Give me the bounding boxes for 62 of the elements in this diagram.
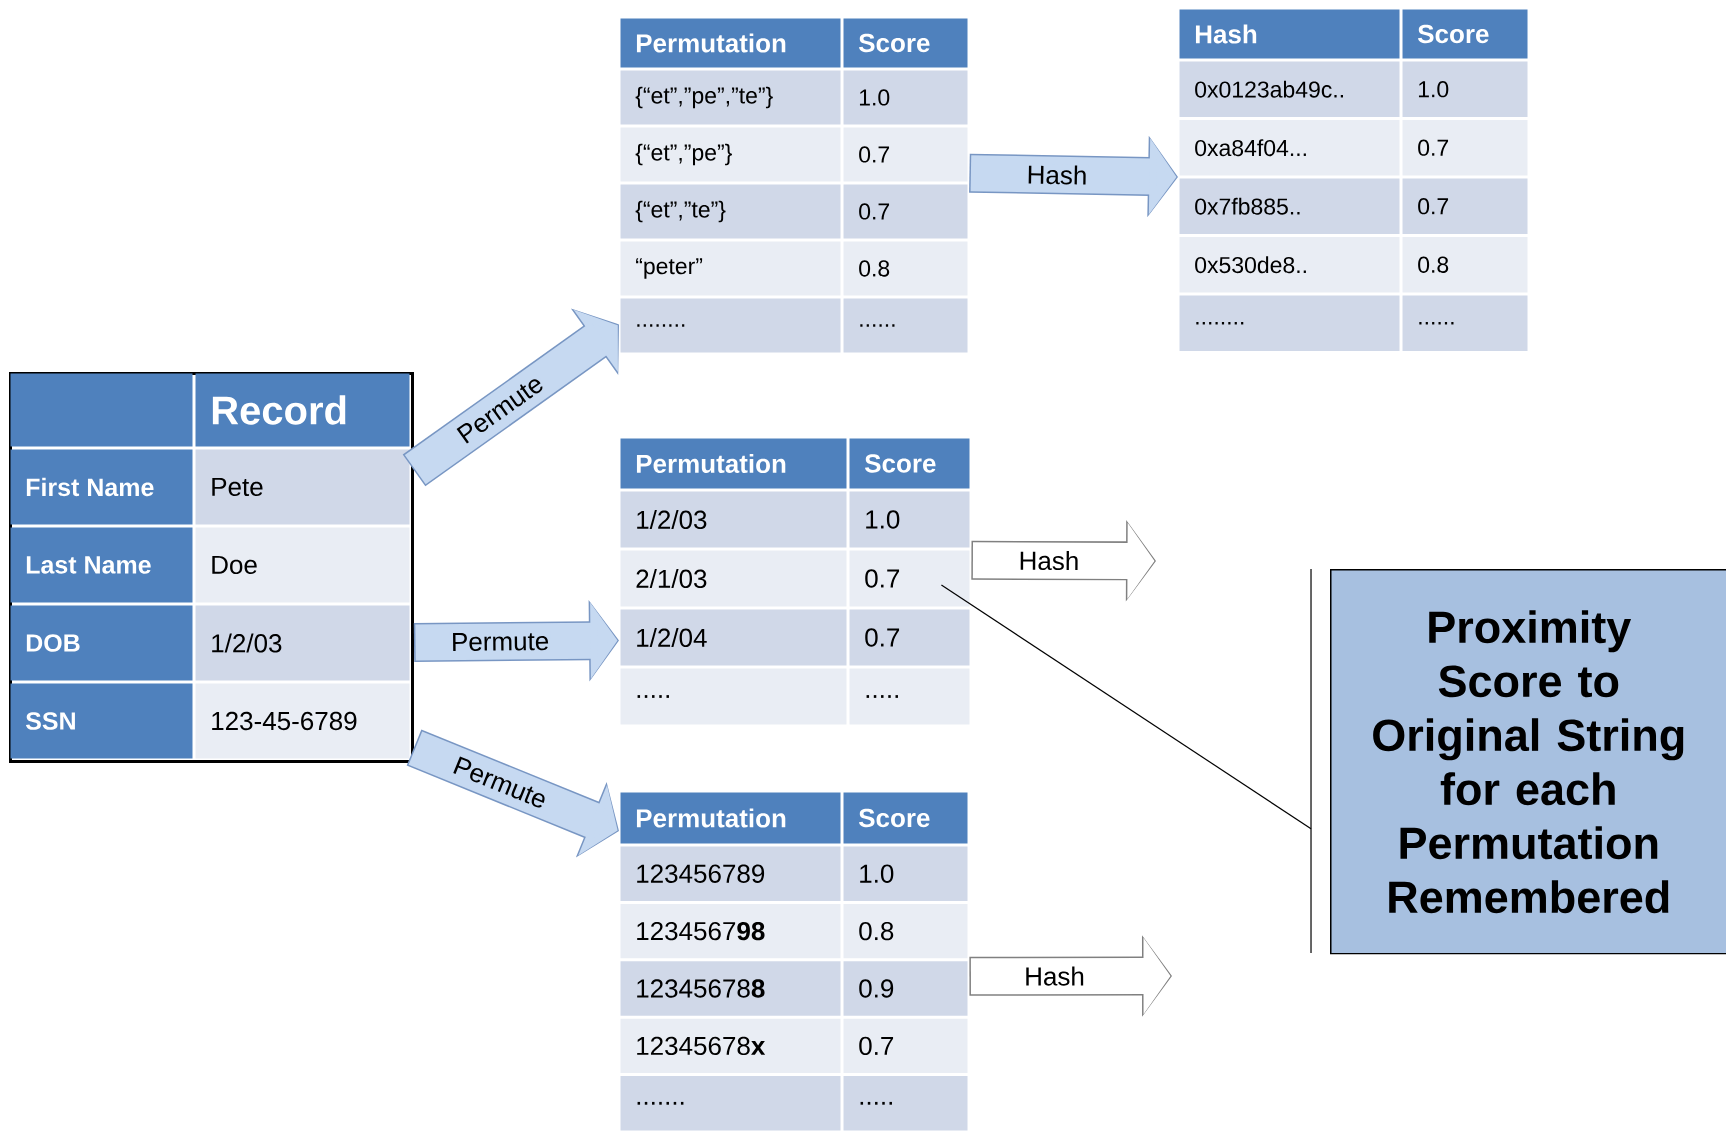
- table-cell: 1/2/03: [195, 605, 410, 681]
- table-header-cell: Permutation: [620, 18, 841, 68]
- table-cell: {“et”,”te”}: [620, 184, 841, 239]
- table-cell: .....: [849, 668, 970, 725]
- table-cell: {“et”,”pe”}: [620, 127, 841, 182]
- table-cell: 1.0: [849, 491, 970, 548]
- table-header-cell: Score: [849, 438, 970, 489]
- table-cell: ......: [1402, 295, 1528, 351]
- table-header-cell: Permutation: [620, 438, 847, 489]
- table-cell: 123456798: [620, 903, 841, 959]
- table-cell: .......: [620, 1076, 841, 1131]
- table-header-cell: Hash: [1179, 9, 1400, 59]
- table-cell: 0.7: [849, 609, 970, 666]
- row-header-cell: DOB: [10, 605, 193, 681]
- table-cell: 0.7: [1402, 120, 1528, 176]
- table-header-cell: Permutation: [620, 792, 841, 844]
- table-cell: 1/2/04: [620, 609, 847, 666]
- leader-line: [940, 584, 1312, 830]
- table-cell: 1/2/03: [620, 491, 847, 548]
- block-arrow: [402, 308, 619, 487]
- table-cell: Doe: [195, 527, 410, 603]
- table-cell: Pete: [195, 449, 410, 525]
- edge-label: Hash: [1028, 165, 1086, 185]
- table-cell: 0.7: [1402, 178, 1528, 234]
- table-cell: ........: [1179, 295, 1400, 351]
- table-cell: ......: [843, 298, 968, 353]
- table-cell: 0x7fb885..: [1179, 178, 1400, 234]
- table-cell: 123-45-6789: [195, 683, 410, 759]
- table-cell: 0.9: [843, 961, 968, 1016]
- table-cell: 0xa84f04...: [1179, 120, 1400, 176]
- table-header-cell: Score: [843, 792, 968, 844]
- table-cell: ........: [620, 298, 841, 353]
- table-header-cell: Score: [1402, 9, 1528, 59]
- table-cell: 1.0: [843, 70, 968, 125]
- table-cell: 12345678x: [620, 1018, 841, 1074]
- table-cell: 0.7: [843, 127, 968, 182]
- table-cell: 1.0: [1402, 61, 1528, 117]
- table-cell: 0x530de8..: [1179, 237, 1400, 293]
- edge-label: Permute: [453, 632, 549, 651]
- table-cell: 1.0: [843, 846, 968, 901]
- table-cell: .....: [843, 1076, 968, 1131]
- edge-label: Hash: [1020, 551, 1078, 571]
- table-cell: .....: [620, 668, 847, 725]
- table-cell: 0x0123ab49c..: [1179, 61, 1400, 117]
- table-cell: 0.7: [843, 1018, 968, 1074]
- table-cell: 0.8: [1402, 237, 1528, 293]
- table-cell: 0.8: [843, 903, 968, 959]
- edge-label: Hash: [1026, 966, 1084, 986]
- table-cell: {“et”,”pe”,”te”}: [620, 70, 841, 125]
- table-cell: 0.7: [849, 550, 970, 607]
- table-cell: 123456789: [620, 846, 841, 901]
- table-cell: 0.7: [843, 184, 968, 239]
- table-cell: 123456788: [620, 961, 841, 1016]
- table-cell: 2/1/03: [620, 550, 847, 607]
- table-header-cell: Score: [843, 18, 968, 68]
- table-header-cell: Record: [195, 373, 410, 447]
- row-header-cell: First Name: [10, 449, 193, 525]
- table-cell: “peter”: [620, 241, 841, 296]
- row-header-cell: Last Name: [10, 527, 193, 603]
- callout-box: Proximity Score to Original String for each Permutation Remembered: [1330, 569, 1726, 955]
- row-header-cell: SSN: [10, 683, 193, 759]
- table-cell: 0.8: [843, 241, 968, 296]
